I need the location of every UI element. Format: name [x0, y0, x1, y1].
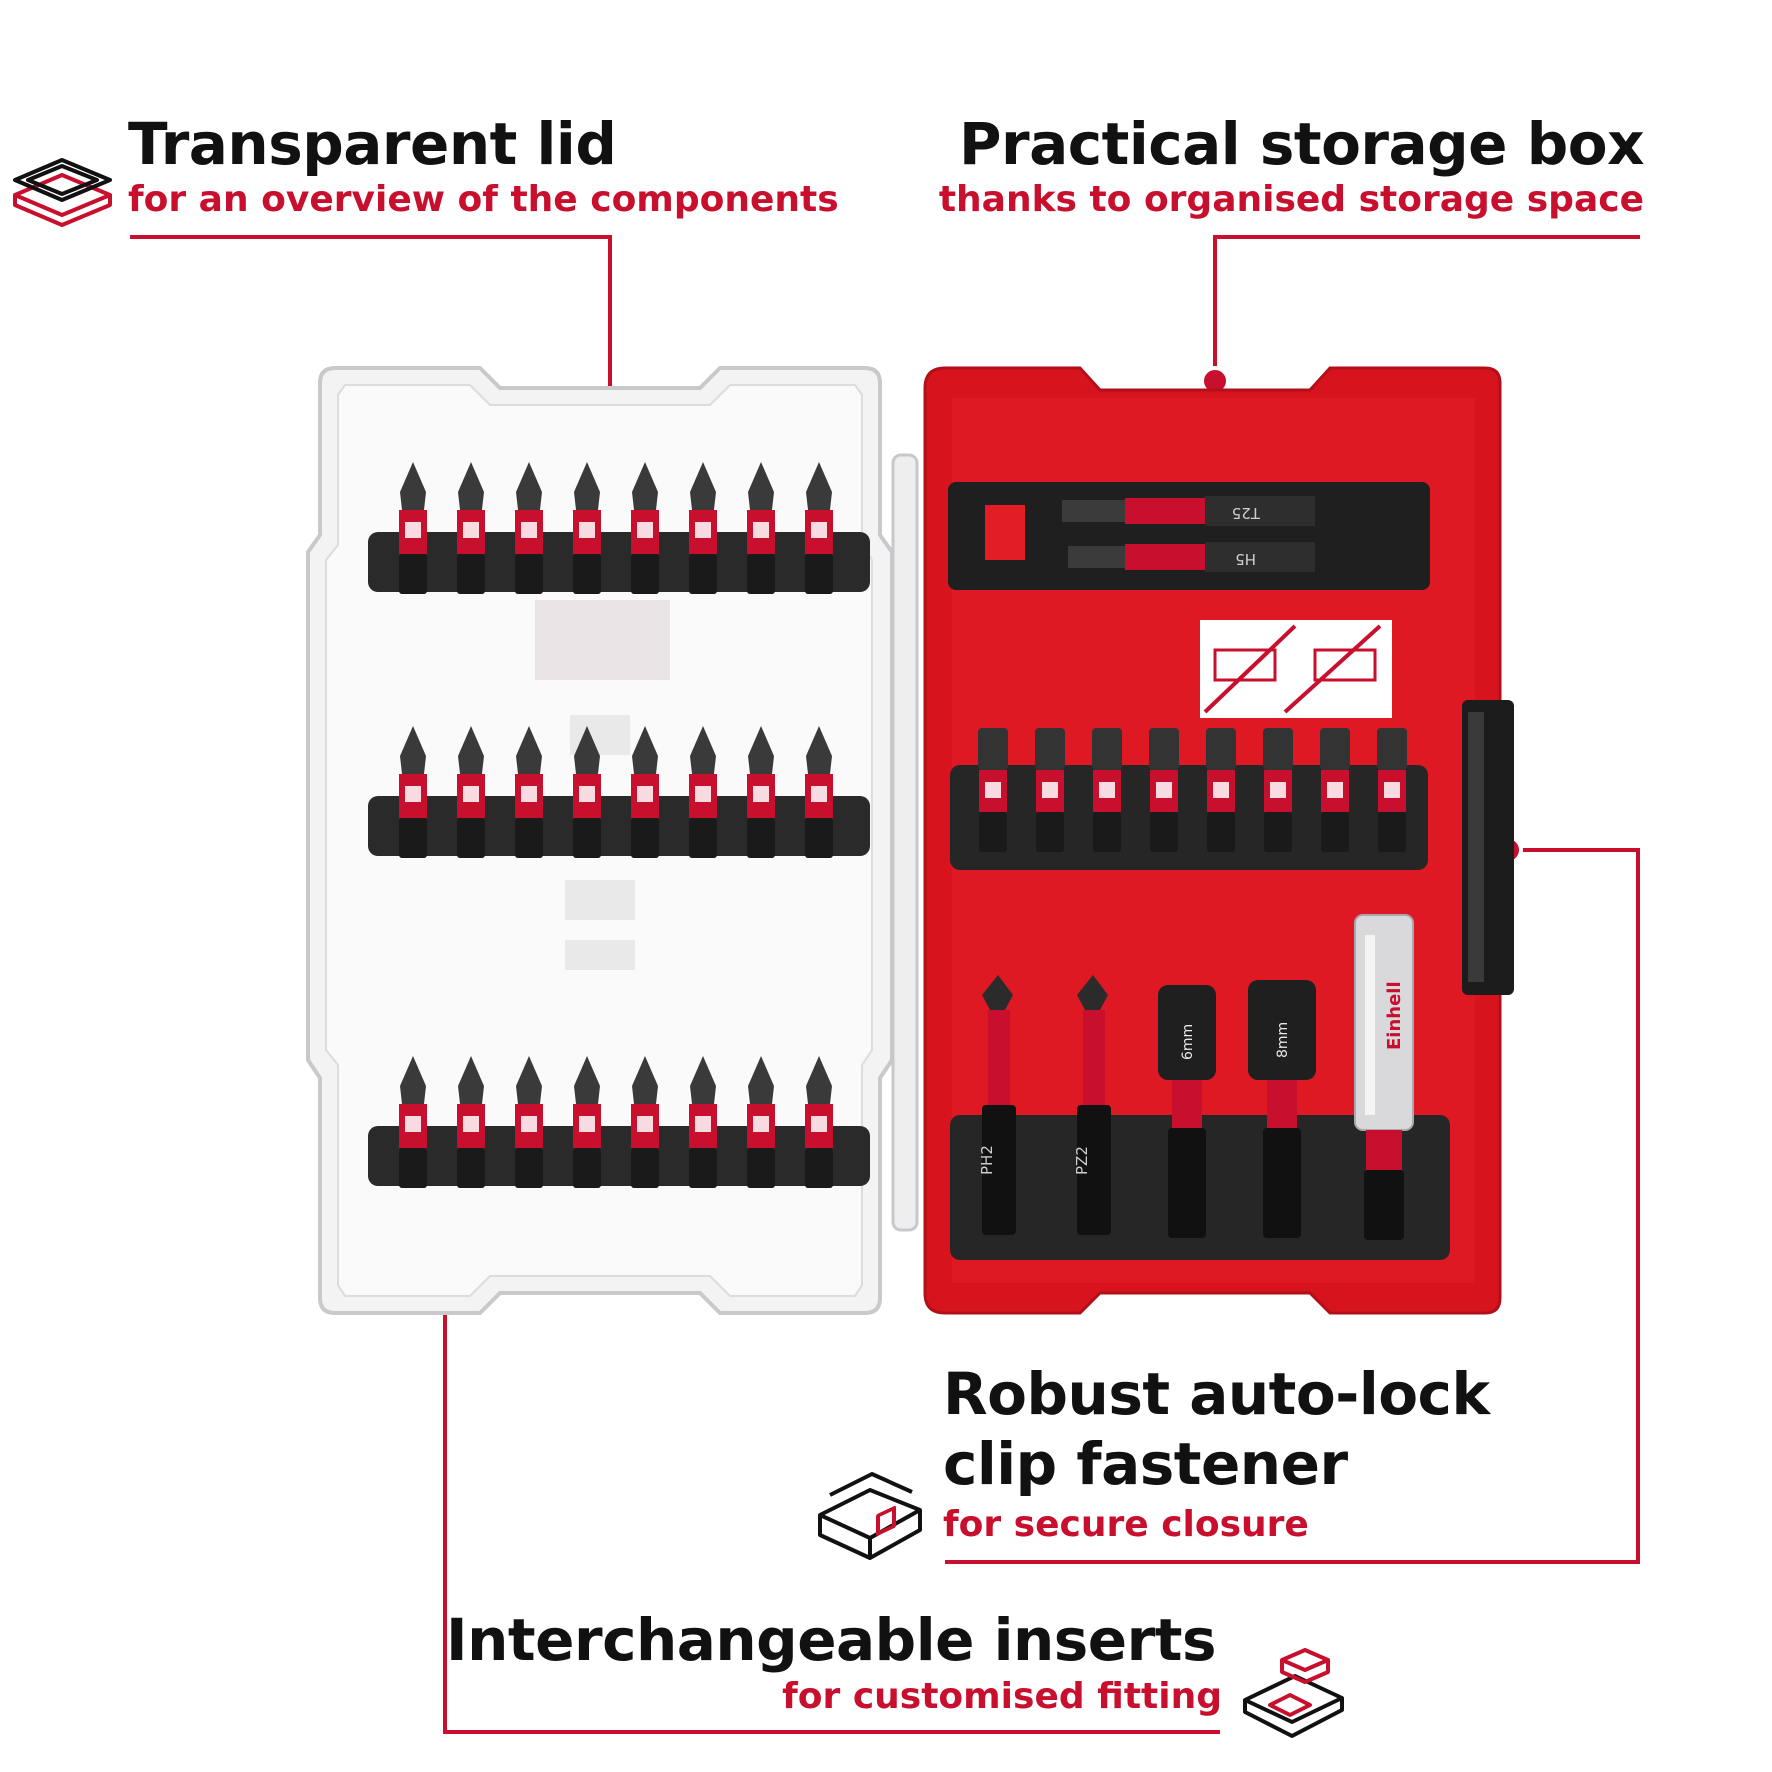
lid-row-top-rail [368, 532, 870, 592]
lid-row-middle-rail [368, 796, 870, 856]
clip-case-icon [818, 1472, 922, 1560]
screwdriver-bit [631, 1056, 659, 1188]
screwdriver-bit [457, 462, 485, 594]
screwdriver-bit [978, 728, 1008, 852]
bit-holder: Einhell [1354, 914, 1414, 1240]
screwdriver-bit [631, 462, 659, 594]
socket-8mm-label: 8mm [1275, 1022, 1291, 1058]
insert-case-icon [1243, 1648, 1344, 1738]
insert-title: Interchangeable inserts [446, 1606, 1216, 1674]
box-bottom-tools: PH2 PZ2 6mm 8mm [978, 914, 1414, 1240]
clip-title-line2: clip fastener [943, 1430, 1348, 1498]
screwdriver-bit [1320, 728, 1350, 852]
lid-row-top [368, 462, 870, 594]
screwdriver-bit [1206, 728, 1236, 852]
screwdriver-bit [457, 726, 485, 858]
holder-brand-label: Einhell [1384, 981, 1405, 1050]
lid-row-middle [368, 726, 870, 858]
top-holder-bits: T25 H5 [1062, 496, 1315, 572]
screwdriver-bit [631, 726, 659, 858]
screwdriver-bit [399, 462, 427, 594]
lid-stack-icon [13, 158, 112, 227]
t25-label: T25 [1232, 504, 1261, 522]
insert-subtitle: for customised fitting [782, 1676, 1222, 1717]
callout-lines [130, 235, 1640, 1734]
screwdriver-bit [1377, 728, 1407, 852]
screwdriver-bit [515, 726, 543, 858]
lid-subtitle: for an overview of the components [128, 179, 839, 220]
h5-label: H5 [1235, 550, 1256, 568]
socket-6mm-label: 6mm [1180, 1024, 1196, 1060]
screwdriver-bit [689, 726, 717, 858]
screwdriver-bit [515, 1056, 543, 1188]
screwdriver-bit [689, 462, 717, 594]
screwdriver-bit [1263, 728, 1293, 852]
screwdriver-bit [1035, 728, 1065, 852]
screwdriver-bit [573, 726, 601, 858]
screwdriver-bit [1092, 728, 1122, 852]
lid-bit-rows [368, 462, 870, 1188]
screwdriver-bit [515, 462, 543, 594]
box-middle-bits [978, 728, 1407, 852]
storage-subtitle: thanks to organised storage space [938, 179, 1644, 220]
bit-t25: T25 [1062, 496, 1315, 526]
insert-leader-line [443, 1187, 1220, 1734]
screwdriver-bit [747, 726, 775, 858]
lid-row-bottom-rail [368, 1126, 870, 1186]
screwdriver-bit [805, 726, 833, 858]
clip-leader-line [945, 848, 1640, 1564]
lid-title: Transparent lid [128, 110, 617, 178]
pz2-label: PZ2 [1073, 1146, 1091, 1175]
screwdriver-bit [1149, 728, 1179, 852]
socket-6mm: 6mm [1158, 985, 1216, 1238]
screwdriver-bit [747, 462, 775, 594]
bit-ph2: PH2 [978, 975, 1016, 1235]
clip-title-line1: Robust auto-lock [943, 1360, 1490, 1428]
screwdriver-bit [399, 726, 427, 858]
lid-row-bottom [368, 1056, 870, 1188]
screwdriver-bit [457, 1056, 485, 1188]
bit-h5: H5 [1068, 542, 1315, 572]
screwdriver-bit [399, 1056, 427, 1188]
storage-leader-line [1213, 235, 1640, 380]
lid-leader-line [130, 235, 612, 430]
screwdriver-bit [805, 1056, 833, 1188]
screwdriver-bit [689, 1056, 717, 1188]
screwdriver-bit [573, 462, 601, 594]
ph2-label: PH2 [978, 1145, 996, 1175]
screwdriver-bit [805, 462, 833, 594]
socket-8mm: 8mm [1248, 980, 1316, 1238]
screwdriver-bit [747, 1056, 775, 1188]
bit-pz2: PZ2 [1073, 975, 1111, 1235]
clip-subtitle: for secure closure [943, 1504, 1309, 1545]
storage-title: Practical storage box [959, 110, 1645, 178]
screwdriver-bit [573, 1056, 601, 1188]
